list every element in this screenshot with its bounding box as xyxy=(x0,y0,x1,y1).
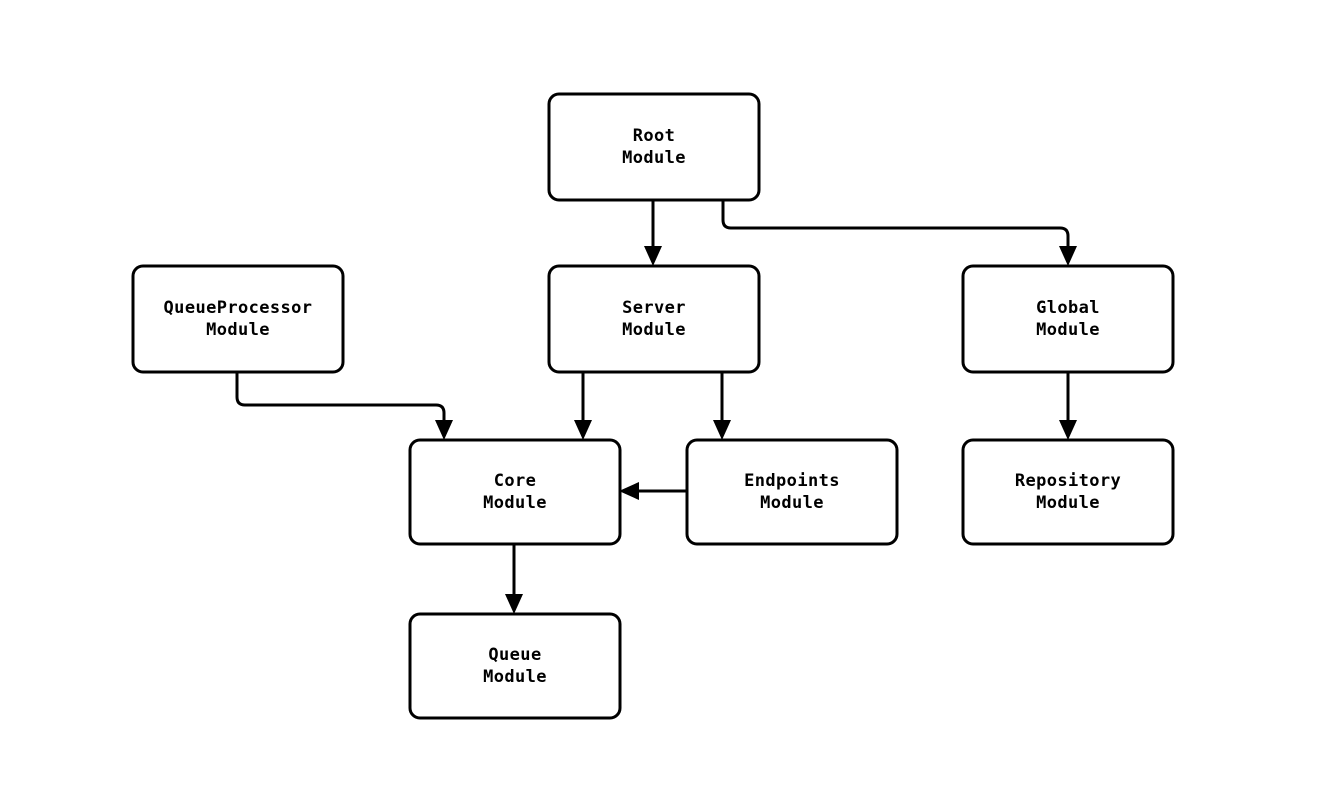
node-label-line2: Module xyxy=(206,320,270,340)
edge-line xyxy=(235,372,446,420)
node-box[interactable] xyxy=(961,438,1175,546)
node-box[interactable] xyxy=(547,264,761,374)
edge-server-to-core xyxy=(574,372,592,440)
node-label-line2: Module xyxy=(760,493,824,513)
node-label-line1: Server xyxy=(622,298,686,318)
node-label-line2: Module xyxy=(1036,493,1100,513)
edge-line xyxy=(721,200,1070,246)
node-label-line1: Queue xyxy=(488,645,541,665)
node-box[interactable] xyxy=(685,438,899,546)
edge-root-to-global xyxy=(721,200,1077,266)
edge-queueprocessor-to-core xyxy=(235,372,453,440)
arrowhead-icon xyxy=(1059,246,1077,266)
arrowhead-icon xyxy=(574,420,592,440)
arrowhead-icon xyxy=(435,420,453,440)
edge-global-to-repository xyxy=(1059,372,1077,440)
node-label-line2: Module xyxy=(1036,320,1100,340)
arrowhead-icon xyxy=(1059,420,1077,440)
edge-server-to-endpoints xyxy=(713,372,731,440)
edges-layer xyxy=(235,200,1077,614)
arrowhead-icon xyxy=(505,594,523,614)
node-label-line1: QueueProcessor xyxy=(164,298,313,318)
node-box[interactable] xyxy=(961,264,1175,374)
node-label-line1: Repository xyxy=(1015,471,1121,491)
node-label-line1: Root xyxy=(633,126,676,146)
node-label-line2: Module xyxy=(622,148,686,168)
node-label-line1: Global xyxy=(1036,298,1100,318)
edge-endpoints-to-core xyxy=(619,482,687,500)
node-box[interactable] xyxy=(408,438,622,546)
edge-root-to-server xyxy=(644,200,662,266)
node-label-line1: Core xyxy=(494,471,537,491)
node-label-line2: Module xyxy=(622,320,686,340)
node-box[interactable] xyxy=(408,612,622,720)
arrowhead-icon xyxy=(713,420,731,440)
node-label-line2: Module xyxy=(483,667,547,687)
arrowhead-icon xyxy=(619,482,639,500)
node-label-line1: Endpoints xyxy=(744,471,840,491)
edge-core-to-queue xyxy=(505,544,523,614)
arrowhead-icon xyxy=(644,246,662,266)
node-box[interactable] xyxy=(547,92,761,202)
node-box[interactable] xyxy=(131,264,345,374)
nodes-layer: RootModuleQueueProcessorModuleServerModu… xyxy=(131,92,1175,720)
node-label-line2: Module xyxy=(483,493,547,513)
